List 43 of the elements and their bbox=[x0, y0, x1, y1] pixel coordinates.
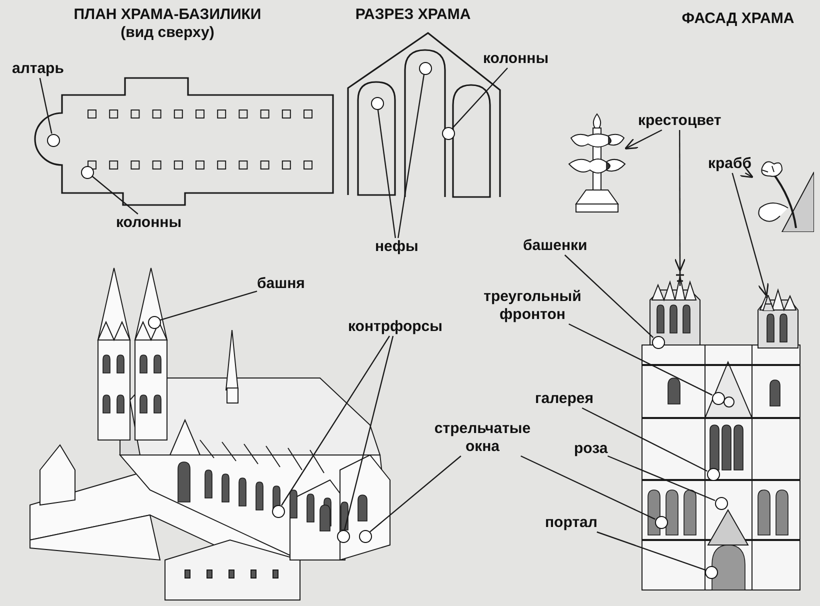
leader-line bbox=[607, 455, 716, 502]
leader-line bbox=[452, 68, 508, 129]
part-label: роза bbox=[574, 440, 608, 458]
callout-circle bbox=[418, 62, 432, 74]
callout-circle bbox=[80, 166, 94, 178]
leader-line bbox=[564, 254, 654, 338]
diagram-heading: РАЗРЕЗ ХРАМА bbox=[354, 6, 472, 24]
callout-circle bbox=[442, 126, 454, 140]
leader-line bbox=[582, 407, 708, 472]
part-label: колонны bbox=[483, 50, 549, 68]
arrow bbox=[739, 166, 754, 178]
part-label: башенки bbox=[523, 237, 588, 255]
part-label: треугольный фронтон bbox=[470, 288, 595, 324]
leader-line bbox=[596, 531, 706, 570]
leader-line bbox=[377, 109, 396, 238]
leader-line bbox=[92, 176, 138, 214]
leader-line bbox=[281, 336, 390, 506]
diagram-heading: ФАСАД ХРАМА bbox=[680, 10, 796, 28]
part-label: галерея bbox=[535, 390, 594, 408]
arrow bbox=[674, 130, 686, 272]
arrow bbox=[624, 129, 662, 150]
finial-drawing bbox=[568, 112, 626, 214]
leader-line bbox=[520, 455, 656, 520]
part-label: портал bbox=[545, 514, 598, 532]
leader-line bbox=[568, 323, 712, 396]
part-label: стрельчатые окна bbox=[425, 420, 540, 456]
part-label: крестоцвет bbox=[638, 112, 722, 130]
part-label: нефы bbox=[375, 238, 418, 256]
diagram-heading: ПЛАН ХРАМА-БАЗИЛИКИ bbox=[72, 6, 262, 24]
leader-line bbox=[39, 78, 52, 134]
leader-line bbox=[398, 74, 425, 238]
spire-tip-drawing bbox=[762, 295, 775, 311]
leader-line bbox=[370, 456, 462, 532]
diagram-subheading: (вид сверху) bbox=[120, 24, 216, 42]
part-label: крабб bbox=[708, 155, 752, 173]
callout-circle bbox=[370, 96, 384, 110]
callout-circle bbox=[46, 134, 60, 146]
spire-tip-drawing bbox=[674, 270, 686, 286]
part-label: алтарь bbox=[12, 60, 64, 78]
part-label: колонны bbox=[116, 214, 182, 232]
arrow bbox=[732, 172, 769, 297]
part-label: башня bbox=[257, 275, 305, 293]
part-label: контрфорсы bbox=[348, 318, 442, 336]
